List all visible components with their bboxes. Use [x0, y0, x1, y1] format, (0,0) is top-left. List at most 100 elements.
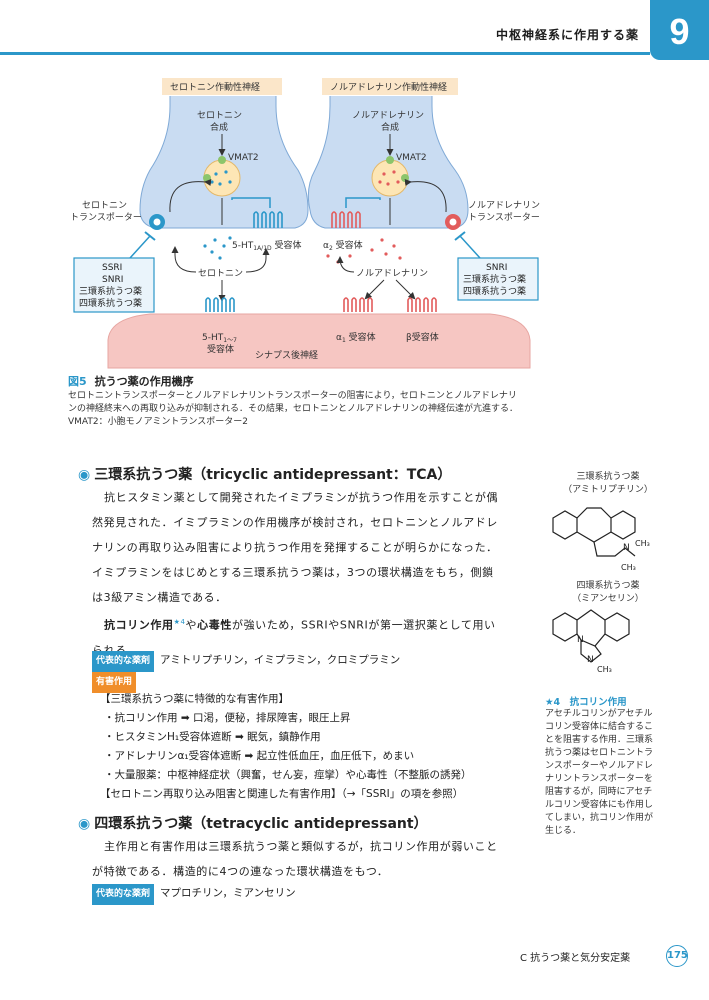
ser-drug-4: 四環系抗うつ薬	[79, 297, 142, 309]
tca-paragraph-1: 抗ヒスタミン薬として開発されたイミプラミンが抗うつ作用を示すことが偶 然発見され…	[92, 485, 512, 663]
drug-list: アミトリプチリン，イミプラミン，クロミプラミン	[160, 654, 401, 666]
ch3-group: CH₃	[635, 539, 650, 548]
nor-drug-3: 四環系抗うつ薬	[463, 285, 526, 297]
note-line: ナリントランスポーターを	[545, 774, 653, 784]
antidepressant-mechanism-figure: シナプス後神経 セロトニン作動性神経 ノルアドレナリン作動性神経 セロトニン 合…	[70, 78, 540, 369]
note-line: 阻害するが，同時にアセチ	[545, 787, 653, 797]
text-span: が強いため，SSRIやSNRIが第一選択薬として用い	[231, 618, 496, 632]
note-line: てしまい，抗コリン作用が	[545, 813, 654, 823]
mianserin-structure-title: 四環系抗うつ薬 （ミアンセリン）	[553, 580, 663, 606]
tca-heading: ◉三環系抗うつ薬（tricyclic antidepressant：TCA）	[78, 464, 451, 484]
side-note-heading: ★4 抗コリン作用	[545, 697, 627, 708]
n-atom: N	[577, 635, 584, 645]
5ht1-7-receptor-label: 5-HT1～7	[202, 333, 237, 344]
note-line: 抗うつ薬はセロトニントラ	[545, 748, 654, 758]
side-note-body: アセチルコリンがアセチル コリン受容体に結合するこ とを阻害する作用．三環系 抗…	[545, 708, 665, 838]
text-line: イミプラミンをはじめとする三環系抗うつ薬は，3つの環状構造をもち，側鎖	[92, 566, 494, 579]
n-atom: N	[623, 543, 630, 553]
alpha1-receptor	[343, 297, 373, 312]
5ht1-7-receptor-label-2: 受容体	[207, 343, 234, 355]
5ht1-autoreceptor	[253, 211, 283, 228]
noradrenaline-transporter-label-2: トランスポーター	[468, 212, 540, 223]
figure-number: 図5	[68, 375, 87, 388]
ch3-group: CH₃	[597, 665, 612, 674]
beta-receptor	[407, 297, 437, 312]
teca-heading-text: 四環系抗うつ薬（tetracyclic antidepressant）	[94, 816, 428, 832]
structure-title-line: 三環系抗うつ薬	[576, 472, 640, 482]
serotonin-synthesis-label-1: セロトニン	[197, 110, 242, 121]
note-line: アセチルコリンがアセチル	[545, 709, 653, 719]
caption-line: ンの神経終末への再取り込みが抑制される．その結果，セロトニンとノルアドレナリンの…	[68, 404, 519, 414]
serotonin-neuron-title: セロトニン作動性神経	[170, 81, 260, 93]
header-rule	[0, 52, 650, 55]
serotonin-synthesis-label-2: 合成	[210, 121, 228, 133]
adverse-item: ・ヒスタミンH₁受容体遮断 ➡ 眠気，鎮静作用	[104, 731, 321, 743]
postsynaptic-neuron	[107, 313, 531, 369]
ser-drug-1: SSRI	[102, 263, 122, 273]
alpha1-receptor-label: α1 受容体	[336, 331, 376, 344]
tca-representative-drugs: 代表的な薬剤アミトリプチリン，イミプラミン，クロミプラミン	[92, 651, 400, 672]
beta-receptor-label: β受容体	[406, 331, 439, 343]
figure-title: 抗うつ薬の作用機序	[94, 375, 194, 388]
vmat2-right	[386, 156, 394, 164]
representative-label: 代表的な薬剤	[92, 884, 155, 905]
ser-drug-3: 三環系抗うつ薬	[79, 285, 142, 297]
serotonin-transporter-label-2: トランスポーター	[70, 212, 142, 223]
teca-heading: ◉四環系抗うつ薬（tetracyclic antidepressant）	[78, 813, 428, 833]
note-line: ンスポーターやノルアドレ	[545, 761, 653, 771]
section-bullet-icon: ◉	[78, 816, 91, 832]
adverse-subhead: 【セロトニン再取り込み阻害と関連した有害作用】（→「SSRI」の項を参照）	[100, 788, 464, 800]
noradrenaline-transporter-label-1: ノルアドレナリン	[468, 200, 540, 211]
note-line: とを阻害する作用．三環系	[545, 735, 654, 745]
text-line: 然発見された．イミプラミンの作用機序が検討され，セロトニンとノルアドレ	[92, 516, 498, 529]
note-line: 生じる．	[545, 826, 582, 836]
noradrenaline-synthesis-label-1: ノルアドレナリン	[352, 110, 424, 121]
serotonin-label: セロトニン	[198, 268, 243, 279]
drug-list: マプロチリン，ミアンセリン	[160, 887, 296, 899]
structure-title-line: （ミアンセリン）	[572, 594, 644, 604]
ch3-group: CH₃	[621, 563, 636, 572]
adverse-label: 有害作用	[92, 672, 137, 693]
text-span: や	[185, 618, 198, 632]
text-line: ナリンの再取り込み阻害により抗うつ作用を発揮することが明らかになった．	[92, 541, 498, 554]
running-footer: C 抗うつ薬と気分安定薬	[520, 953, 631, 964]
n-atom: N	[587, 655, 594, 665]
adverse-item: ・アドレナリンα₁受容体遮断 ➡ 起立性低血圧，血圧低下，めまい	[104, 750, 415, 762]
adverse-subhead: 【三環系抗うつ薬に特徴的な有害作用】	[100, 693, 289, 705]
5ht1-receptor-label: 5-HT1A/1D 受容体	[232, 239, 302, 252]
adverse-item: ・抗コリン作用 ➡ 口渇，便秘，排尿障害，眼圧上昇	[104, 712, 351, 724]
noradrenaline-transporter-icon	[445, 214, 461, 230]
serotonin-transporter-inhibitors-box	[73, 257, 155, 313]
vmat2-left-label: VMAT2	[228, 153, 259, 163]
tca-heading-text: 三環系抗うつ薬（tricyclic antidepressant：TCA）	[94, 467, 452, 483]
bold-term: 心毒性	[197, 618, 232, 632]
teca-representative-drugs: 代表的な薬剤マプロチリン，ミアンセリン	[92, 884, 296, 905]
alpha2-autoreceptor	[331, 211, 361, 228]
tca-adverse-label-row: 有害作用	[92, 672, 142, 693]
teca-paragraph: 主作用と有害作用は三環系抗うつ薬と類似するが，抗コリン作用が弱いこと が特徴であ…	[92, 834, 512, 884]
section-bullet-icon: ◉	[78, 467, 91, 483]
footnote-marker[interactable]: ★4	[173, 618, 186, 626]
text-line: が特徴である．構造的に4つの連なった環状構造をもつ．	[92, 865, 389, 878]
caption-line: VMAT2：小胞モノアミントランスポーター2	[68, 417, 248, 427]
page-number: 175	[666, 945, 688, 967]
note-line: ルコリン受容体にも作用し	[545, 800, 653, 810]
bold-term: 抗コリン作用	[104, 618, 174, 632]
structure-title-line: 四環系抗うつ薬	[576, 581, 640, 591]
caption-line: セロトニントランスポーターとノルアドレナリントランスポーターの阻害により，セロト…	[68, 391, 517, 401]
ser-drug-2: SNRI	[102, 275, 123, 285]
alpha2-receptor-label: α2 受容体	[323, 239, 363, 252]
running-header-title: 中枢神経系に作用する薬	[495, 28, 639, 42]
tca-adverse-list: 【三環系抗うつ薬に特徴的な有害作用】 ・抗コリン作用 ➡ 口渇，便秘，排尿障害，…	[100, 690, 520, 804]
amitriptyline-structure-title: 三環系抗うつ薬 （アミトリプチリン）	[553, 471, 663, 497]
noradrenaline-synthesis-label-2: 合成	[381, 121, 399, 133]
noradrenaline-neuron-title: ノルアドレナリン作動性神経	[330, 81, 447, 93]
figure-caption-title: 図5 抗うつ薬の作用機序	[68, 373, 194, 389]
tca-paragraph-2: 抗コリン作用★4や心毒性が強いため，SSRIやSNRIが第一選択薬として用い	[92, 610, 512, 638]
nor-drug-2: 三環系抗うつ薬	[463, 273, 526, 285]
adverse-item: ・大量服薬：中枢神経症状（興奮，せん妄，痙攣）や心毒性（不整脈の誘発）	[104, 769, 472, 781]
vmat2-right-label: VMAT2	[396, 153, 427, 163]
representative-label: 代表的な薬剤	[92, 651, 155, 672]
postsynaptic-label: シナプス後神経	[255, 349, 318, 361]
serotonin-transporter-label-1: セロトニン	[82, 200, 127, 211]
